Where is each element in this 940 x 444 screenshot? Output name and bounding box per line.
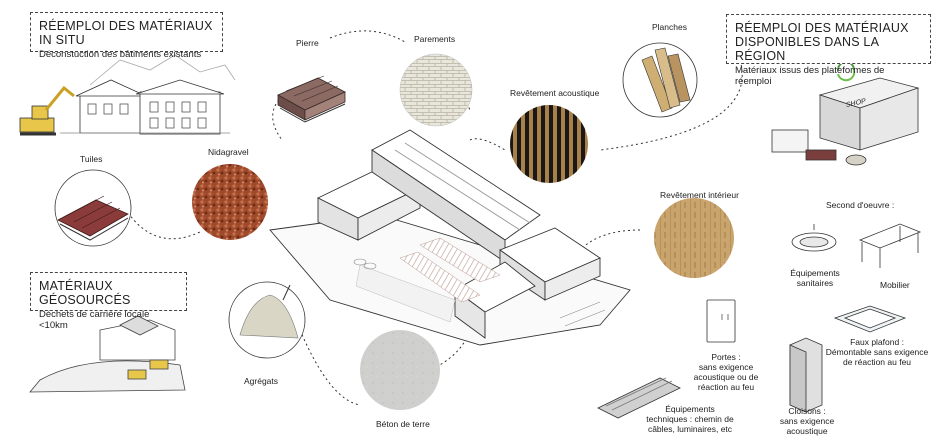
region-reuse-box: RÉEMPLOI DES MATÉRIAUX DISPONIBLES DANS … xyxy=(726,14,931,87)
label-portes: Portes : sans exigence acoustique ou de … xyxy=(686,352,766,392)
region-title-line1: RÉEMPLOI DES MATÉRIAUX xyxy=(735,21,909,35)
cloisons-line2: sans exigence xyxy=(779,416,835,426)
label-faux-plafond: Faux plafond : Démontable sans exigence … xyxy=(814,337,940,367)
insitu-reuse-box: RÉEMPLOI DES MATÉRIAUX IN SITU Déconstuc… xyxy=(30,12,223,60)
planches-illustration xyxy=(622,42,698,118)
label-sanitaires: Équipements sanitaires xyxy=(780,268,850,288)
faux-plafond-line2: Démontable sans exigence xyxy=(825,347,929,357)
insitu-subtitle: Déconstuction des bâtiments existants xyxy=(39,49,202,60)
portes-line1: Portes : xyxy=(711,352,741,362)
faux-plafond-line3: de réaction au feu xyxy=(842,357,912,367)
region-title-line2: DISPONIBLES DANS LA RÉGION xyxy=(735,35,879,63)
revetement-acoustique-texture xyxy=(510,105,588,183)
label-agregats: Agrégats xyxy=(244,376,279,386)
label-pierre: Pierre xyxy=(296,38,319,48)
pierre-illustration xyxy=(277,75,346,123)
label-second-oeuvre: Second d'oeuvre : xyxy=(826,200,895,210)
label-cloisons: Cloisons : sans exigence acoustique xyxy=(772,406,842,436)
region-subtitle: Matériaux issus des plateformes de réemp… xyxy=(735,65,885,87)
label-nidagravel: Nidagravel xyxy=(208,147,249,157)
portes-line3: acoustique ou de xyxy=(693,372,759,382)
geosourced-box: MATÉRIAUX GÉOSOURCÉS Déchets de carrière… xyxy=(30,272,187,331)
geo-subtitle: Déchets de carrière locale <10km xyxy=(39,309,150,331)
geo-title: MATÉRIAUX GÉOSOURCÉS xyxy=(39,279,131,307)
central-building-axonometric xyxy=(269,129,631,346)
label-revetement-acoustique: Revêtement acoustique xyxy=(510,88,600,98)
label-tuiles: Tuiles xyxy=(80,154,103,164)
label-mobilier: Mobilier xyxy=(880,280,910,290)
tuiles-illustration xyxy=(54,169,132,247)
label-revetement-interieur: Revêtement intérieur xyxy=(660,190,739,200)
faux-plafond-line1: Faux plafond : xyxy=(850,337,904,347)
portes-line4: réaction au feu xyxy=(697,382,755,392)
sanitaires-line1: Équipements xyxy=(790,268,840,278)
parements-texture xyxy=(399,53,473,127)
label-planches: Planches xyxy=(652,22,687,32)
agregats-illustration xyxy=(228,281,306,359)
label-parements: Parements xyxy=(414,34,456,44)
demolition-illustration xyxy=(19,54,236,136)
equipements-line1: Équipements xyxy=(665,404,715,414)
sanitaires-line2: sanitaires xyxy=(796,278,834,288)
cloisons-line1: Cloisons : xyxy=(788,406,826,416)
equipements-line2: techniques : chemin de xyxy=(646,414,734,424)
reuse-platform-illustration xyxy=(771,61,920,166)
nidagravel-texture xyxy=(192,164,268,240)
cloisons-line3: acoustique xyxy=(786,426,828,436)
insitu-title: RÉEMPLOI DES MATÉRIAUX IN SITU xyxy=(39,19,213,47)
second-oeuvre-illustrations xyxy=(597,223,922,419)
label-beton-de-terre: Béton de terre xyxy=(376,419,430,429)
quarry-illustration xyxy=(29,315,186,393)
label-equipements-techniques: Équipements techniques : chemin de câble… xyxy=(636,404,744,434)
portes-line2: sans exigence xyxy=(698,362,754,372)
revetement-interieur-texture xyxy=(654,198,734,278)
equipements-line3: câbles, luminaires, etc xyxy=(647,424,733,434)
beton-de-terre-texture xyxy=(360,330,440,410)
